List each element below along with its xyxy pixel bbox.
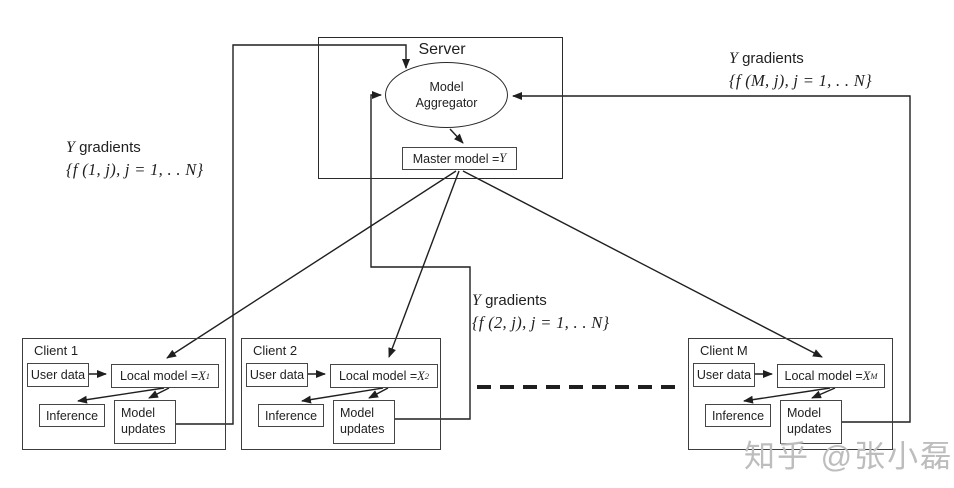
gradientM-variable: Y xyxy=(729,50,738,67)
client2-user-data-box: User data xyxy=(246,363,308,387)
clientM-updates-line1: Model xyxy=(787,406,822,421)
client2-inference-box: Inference xyxy=(258,404,324,427)
client2-local-model-subscript: 2 xyxy=(424,371,430,381)
master-to-clientM-arrow xyxy=(462,170,823,358)
client2-title: Client 2 xyxy=(253,343,298,358)
client2-local-model-variable: X xyxy=(417,368,425,383)
gradientM-formula: {f (M, j), j = 1, . . N} xyxy=(729,70,872,90)
aggregator-label-line1: Model xyxy=(429,79,464,94)
client1-gradients-to-server-line xyxy=(175,44,410,425)
client2-model-updates-box: Model updates xyxy=(333,400,395,444)
server-box xyxy=(318,37,563,179)
client2-updates-line1: Model xyxy=(340,406,375,421)
client1-inference-box: Inference xyxy=(39,404,105,427)
server-title: Server xyxy=(418,41,466,58)
client2-local-to-updates-arrow xyxy=(368,387,389,399)
client1-updates-line1: Model xyxy=(121,406,156,421)
client1-local-model-variable: X xyxy=(198,368,206,383)
client2-updates-line2: updates xyxy=(340,422,385,436)
clientM-local-to-updates-arrow xyxy=(811,387,836,399)
client1-local-model-subscript: 1 xyxy=(205,371,211,381)
client1-local-to-inference-arrow xyxy=(77,387,165,404)
clientM-user-data-box: User data xyxy=(693,363,755,387)
gradientM-word: gradients xyxy=(737,50,804,67)
clientM-local-model-subscript: M xyxy=(870,371,878,381)
gradient1-formula: {f (1, j), j = 1, . . N} xyxy=(66,159,204,179)
clientM-local-model-label: Local model = xyxy=(784,369,863,383)
aggregator-to-master-arrow xyxy=(449,128,464,144)
zhihu-watermark: 知乎 @张小磊 xyxy=(744,439,954,474)
clientM-model-updates-box: Model updates xyxy=(780,400,842,444)
master-model-box: Master model = Y xyxy=(402,147,517,170)
clientM-title: Client M xyxy=(700,343,748,358)
model-aggregator-ellipse: Model Aggregator xyxy=(385,62,508,128)
client2-local-to-inference-arrow xyxy=(301,387,384,404)
client1-local-to-updates-arrow xyxy=(148,387,170,399)
client1-user-data-box: User data xyxy=(27,363,89,387)
clientM-gradients-to-server-line xyxy=(512,92,911,423)
master-to-client2-arrow xyxy=(388,170,460,358)
gradients-label-clientM: Y gradients {f (M, j), j = 1, . . N} xyxy=(729,48,872,92)
gradients-label-client1: Y gradients {f (1, j), j = 1, . . N} xyxy=(66,137,203,181)
gradient2-variable: Y xyxy=(472,292,481,309)
client1-updates-line2: updates xyxy=(121,422,166,436)
client1-model-updates-box: Model updates xyxy=(114,400,176,444)
gradient1-word: gradients xyxy=(74,139,141,156)
master-model-variable: Y xyxy=(499,151,507,165)
client2-local-model-label: Local model = xyxy=(338,369,418,383)
client1-title: Client 1 xyxy=(34,343,79,358)
clientM-local-to-inference-arrow xyxy=(743,387,831,404)
gradient1-variable: Y xyxy=(66,139,75,156)
gradient2-formula: {f (2, j), j = 1, . . N} xyxy=(472,312,610,332)
gradient2-word: gradients xyxy=(480,292,547,309)
aggregator-label-line2: Aggregator xyxy=(415,96,478,110)
master-to-client1-arrow xyxy=(166,170,457,359)
client1-local-model-label: Local model = xyxy=(119,369,199,383)
clientM-local-model-variable: X xyxy=(862,368,871,383)
master-model-label: Master model = xyxy=(412,151,500,166)
client2-gradients-to-server-line xyxy=(370,91,471,420)
gradients-label-client2: Y gradients {f (2, j), j = 1, . . N} xyxy=(472,290,609,334)
clientM-updates-line2: updates xyxy=(787,422,832,436)
clientM-inference-box: Inference xyxy=(705,404,771,427)
